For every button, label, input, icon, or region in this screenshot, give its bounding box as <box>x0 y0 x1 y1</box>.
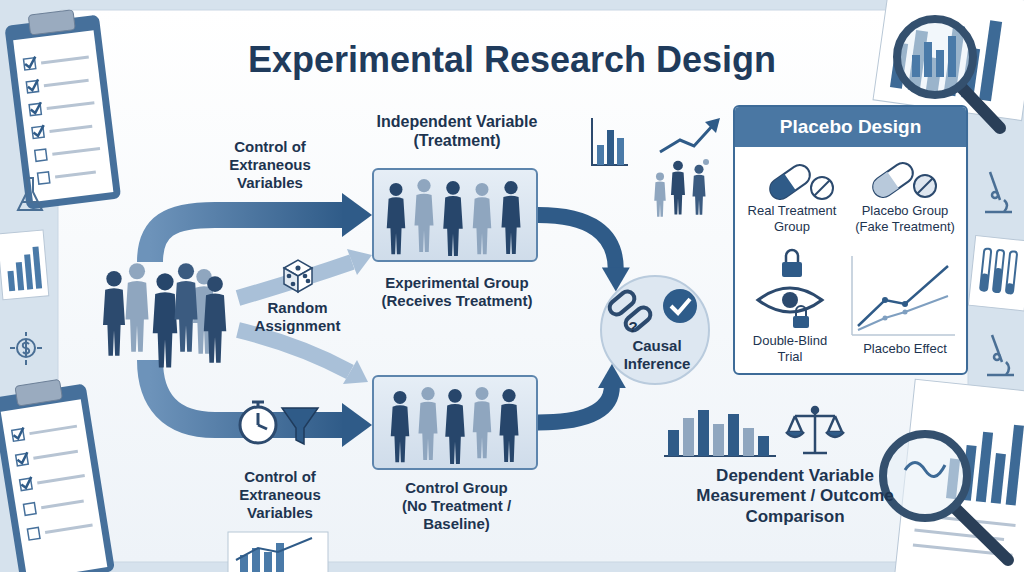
chart-paper-icon <box>0 230 49 300</box>
diagram-title: Experimental Research Design <box>212 38 812 81</box>
flow-connector <box>538 215 616 269</box>
chart-paper-icon <box>873 0 1024 121</box>
lock-icon <box>793 306 809 328</box>
clipboard-icon <box>3 7 121 210</box>
process-label: Control of Extraneous Variables <box>222 468 338 522</box>
group-label: Experimental Group (Receives Treatment) <box>357 274 557 310</box>
dollar-icon <box>10 332 42 365</box>
outcome-label: Dependent Variable Measurement / Outcome… <box>675 466 915 527</box>
inference-circle: Causal Inference <box>600 275 710 385</box>
control-people <box>391 387 519 464</box>
process-label: Random Assignment <box>245 299 350 335</box>
placebo-pill-icon <box>869 159 936 201</box>
experimental-people <box>387 179 521 256</box>
balance-scale-icon <box>786 407 844 453</box>
bar-chart-icon <box>592 118 628 165</box>
card-panel <box>58 10 968 562</box>
funnel-icon <box>282 408 318 444</box>
group-label: Control Group (No Treatment / Baseline) <box>394 479 519 533</box>
participant-group <box>103 263 226 367</box>
chart-paper-icon <box>228 532 328 572</box>
dice-icon <box>284 260 312 292</box>
test-tube-paper <box>968 235 1024 310</box>
stopwatch-icon <box>240 402 276 443</box>
outcome-bars <box>664 410 776 456</box>
panel-heading: Placebo Design <box>735 107 966 147</box>
trend-arrow-icon <box>660 118 720 152</box>
flask-icon <box>18 178 42 210</box>
inference-label: Causal Inference <box>610 337 704 373</box>
assignment-arrows <box>150 193 372 447</box>
process-label: Control of Extraneous Variables <box>212 138 328 192</box>
eye-icon <box>758 288 822 312</box>
small-people-icon <box>654 159 709 217</box>
clipboard-icon <box>0 375 115 572</box>
microscope-icon <box>987 335 1014 375</box>
microscope-icon <box>985 172 1012 212</box>
magnifier-icon <box>883 434 1008 560</box>
lock-icon <box>782 250 802 277</box>
variable-heading: Independent Variable (Treatment) <box>357 112 557 150</box>
check-badge <box>663 289 697 323</box>
chain-link-icon <box>607 289 653 334</box>
flow-connector <box>538 386 612 422</box>
real-pill-icon <box>766 161 833 203</box>
placebo-effect-chart <box>852 256 955 335</box>
